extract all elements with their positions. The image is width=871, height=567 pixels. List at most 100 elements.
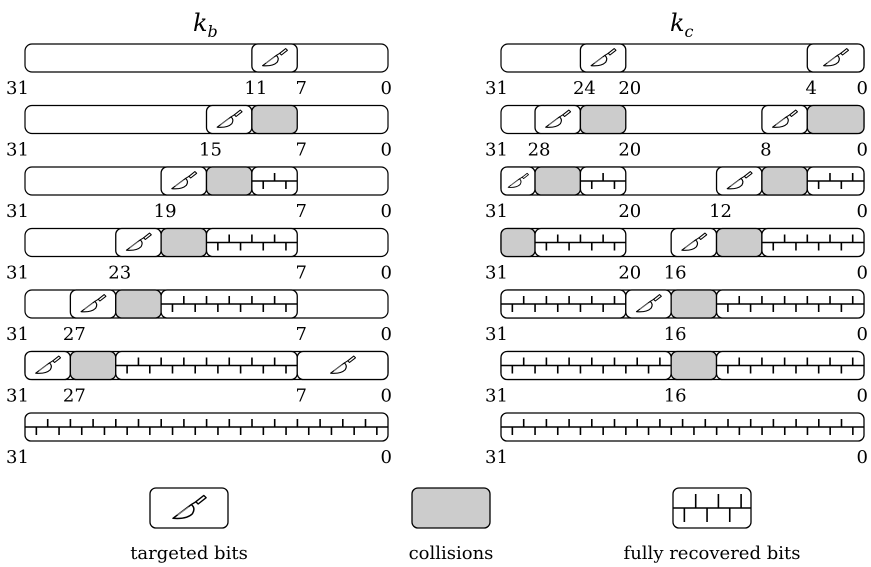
bit-label: 16 (664, 386, 687, 407)
collision-block (205, 166, 253, 196)
bit-label: 20 (618, 78, 641, 99)
bit-label: 27 (63, 386, 86, 407)
bit-label: 31 (6, 386, 29, 407)
bit-label: 0 (857, 447, 868, 468)
collision-block (534, 166, 582, 196)
bit-label: 0 (381, 140, 392, 161)
register-row: 31 24 20 4 0 (485, 43, 868, 99)
recovered-block (160, 289, 298, 319)
targeted-block (205, 104, 253, 135)
recovered-block (251, 166, 298, 196)
bit-label: 0 (381, 201, 392, 222)
legend-collision-swatch (411, 487, 491, 529)
targeted-block (625, 289, 672, 319)
recovered-block (24, 412, 389, 442)
bit-label: 31 (485, 140, 508, 161)
bit-label: 0 (381, 324, 392, 345)
collision-block (579, 104, 627, 135)
bit-label: 0 (857, 324, 868, 345)
recovered-block (579, 166, 627, 196)
targeted-block (761, 104, 808, 135)
recovered-block (115, 350, 298, 381)
bit-label: 31 (485, 447, 508, 468)
legend-collisions-label: collisions (409, 543, 494, 564)
bit-label: 31 (6, 324, 29, 345)
collision-block (670, 350, 718, 381)
recovered-block (205, 227, 298, 258)
targeted-block (670, 227, 718, 258)
targeted-block (579, 43, 627, 73)
bit-label: 7 (296, 140, 307, 161)
recovered-block (761, 227, 865, 258)
collision-block (251, 104, 298, 135)
collision-block (500, 227, 536, 258)
recovered-block (715, 289, 865, 319)
collision-block (670, 289, 718, 319)
register-row: 31 16 0 (485, 289, 868, 345)
bit-label: 20 (618, 201, 641, 222)
bit-label: 31 (485, 324, 508, 345)
bit-label: 0 (381, 447, 392, 468)
bit-label: 31 (485, 263, 508, 284)
register-row: 31 19 7 0 (6, 166, 392, 222)
register-row: 31 15 7 0 (6, 104, 392, 161)
bit-label: 0 (857, 140, 868, 161)
bit-label: 8 (760, 140, 771, 161)
bit-label: 24 (573, 78, 596, 99)
bit-label: 31 (485, 386, 508, 407)
collision-block (69, 350, 117, 381)
bit-label: 27 (63, 324, 86, 345)
targeted-block (715, 166, 763, 196)
legend: targeted bits collisions fully recovered… (130, 487, 801, 564)
bit-label: 7 (296, 201, 307, 222)
recovered-block (500, 350, 672, 381)
bit-label: 7 (296, 324, 307, 345)
bit-label: 0 (857, 386, 868, 407)
targeted-block (806, 43, 865, 73)
legend-targeted-label: targeted bits (130, 543, 248, 564)
bit-label: 0 (857, 78, 868, 99)
legend-recovered-swatch (672, 487, 752, 529)
bit-label: 15 (199, 140, 222, 161)
bit-label: 31 (6, 78, 29, 99)
bit-label: 4 (806, 78, 817, 99)
bit-label: 16 (664, 324, 687, 345)
targeted-block (251, 43, 298, 73)
recovered-block (500, 412, 865, 442)
bit-label: 0 (381, 386, 392, 407)
bit-label: 12 (709, 201, 732, 222)
targeted-block (500, 166, 536, 196)
bit-label: 7 (296, 263, 307, 284)
bit-label: 0 (857, 201, 868, 222)
bit-label: 11 (244, 78, 267, 99)
bit-label: 31 (6, 447, 29, 468)
targeted-block (69, 289, 117, 319)
register-row: 31 0 (6, 412, 392, 468)
bit-label: 31 (6, 140, 29, 161)
left-panel-title: kb (193, 9, 218, 41)
bit-label: 28 (528, 140, 551, 161)
bit-label: 0 (381, 263, 392, 284)
recovered-block (500, 289, 627, 319)
collision-block (715, 227, 763, 258)
bit-label: 31 (485, 78, 508, 99)
brick-icon (672, 487, 752, 529)
recovered-block (715, 350, 865, 381)
bit-label: 31 (6, 201, 29, 222)
legend-targeted-swatch (149, 487, 229, 529)
bit-label: 19 (154, 201, 177, 222)
bit-label: 16 (664, 263, 687, 284)
collision-block (761, 166, 808, 196)
legend-recovered-label: fully recovered bits (624, 543, 801, 564)
bit-label: 20 (618, 263, 641, 284)
bit-label: 23 (108, 263, 131, 284)
register-row: 31 0 (485, 412, 868, 468)
register-outline (24, 43, 389, 73)
collision-block (160, 227, 208, 258)
register-row: 31 27 7 0 (6, 289, 392, 345)
